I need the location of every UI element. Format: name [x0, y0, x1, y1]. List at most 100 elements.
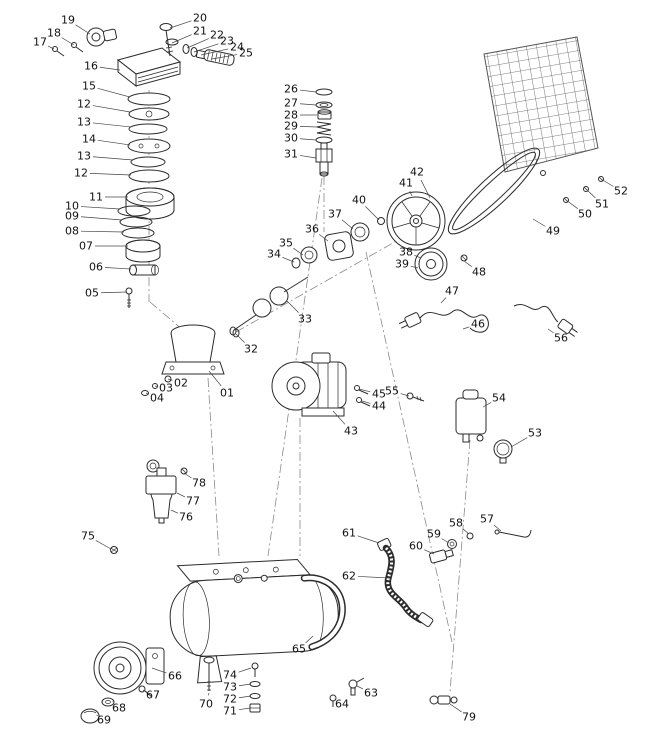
- leader-line-14-7: [97, 139, 131, 146]
- part-58-washer: [466, 532, 474, 540]
- leader-line-34-29: [282, 257, 295, 263]
- part-label-38-36: 38: [399, 246, 413, 259]
- leader-line-62-67: [357, 576, 391, 579]
- part-label-04-51: 04: [150, 392, 164, 405]
- leader-line-57-62: [493, 524, 502, 532]
- part-15-gasket: [127, 92, 171, 106]
- part-label-66-71: 66: [168, 670, 182, 683]
- part-56-power-cord: [513, 304, 578, 337]
- parts-38-39-pulley: [414, 247, 448, 281]
- leader-line-76-60: [170, 509, 178, 514]
- part-label-64-70: 64: [335, 698, 349, 711]
- leader-line-36-31: [318, 234, 329, 242]
- leader-line-51-43: [585, 188, 596, 199]
- part-37-gasket-ring: [350, 222, 370, 242]
- part-label-75-61: 75: [81, 530, 95, 543]
- part-60-elbow: [428, 549, 454, 564]
- part-53-pressure-gauge: [493, 439, 513, 464]
- part-label-02-49: 02: [174, 377, 188, 390]
- leader-line-41-34: [409, 191, 413, 197]
- leader-line-13-6: [92, 122, 132, 128]
- part-73-washer: [249, 681, 261, 687]
- leader-line-61-66: [357, 535, 380, 544]
- part-label-59-64: 59: [427, 528, 441, 541]
- part-78-screw: [180, 467, 188, 475]
- part-label-68-73: 68: [112, 702, 126, 715]
- part-label-53-57: 53: [528, 427, 542, 440]
- part-label-24-21: 24: [230, 41, 244, 54]
- part-16-cylinder-head: [116, 47, 182, 88]
- part-label-18-1: 18: [47, 27, 61, 40]
- part-label-12-5: 12: [77, 98, 91, 111]
- leader-line-27-24: [299, 103, 317, 106]
- leader-line-12-9: [89, 173, 132, 176]
- leader-line-59-64: [441, 538, 450, 544]
- leader-line-30-27: [299, 138, 317, 141]
- part-29-spring: [316, 121, 332, 136]
- part-label-42-35: 42: [410, 166, 424, 179]
- leader-line-65-68: [305, 635, 314, 644]
- part-label-32-47: 32: [244, 343, 258, 356]
- leader-line-60-65: [424, 549, 435, 555]
- leader-line-38-36: [414, 255, 422, 259]
- leader-line-22-19: [186, 38, 209, 49]
- leader-line-45-54: [358, 388, 371, 393]
- part-54-pressure-switch: [455, 389, 487, 443]
- part-label-03-50: 03: [159, 382, 173, 395]
- belt-guard-grille: [483, 36, 599, 173]
- part-33-crankshaft: [229, 276, 309, 336]
- leader-line-46-40: [462, 326, 470, 330]
- part-label-73-77: 73: [223, 681, 237, 694]
- part-label-29-26: 29: [284, 120, 298, 133]
- part-12-valve-plate-upper: [128, 107, 170, 121]
- parts-02-04-fasteners: [141, 375, 172, 396]
- part-label-21-18: 21: [193, 25, 207, 38]
- part-label-17-2: 17: [33, 36, 47, 49]
- part-label-41-34: 41: [399, 177, 413, 190]
- part-67-axle-bolt: [138, 685, 153, 698]
- leader-line-63-69: [356, 685, 364, 690]
- part-label-25-22: 25: [239, 47, 253, 60]
- leader-line-37-32: [341, 219, 354, 230]
- part-07-piston: [125, 239, 161, 263]
- part-label-72-78: 72: [223, 693, 237, 706]
- leader-line-39-37: [410, 265, 419, 269]
- part-label-26-23: 26: [284, 83, 298, 96]
- part-13-gasket-upper: [128, 123, 168, 135]
- leader-line-16-3: [99, 66, 121, 71]
- part-label-36-31: 36: [305, 223, 319, 236]
- leader-line-67-72: [142, 689, 146, 692]
- part-70-bolt: [203, 656, 215, 691]
- leader-line-06-15: [104, 267, 132, 270]
- part-77-regulator-body: [145, 475, 177, 495]
- part-label-71-79: 71: [223, 705, 237, 718]
- part-label-07-14: 07: [79, 240, 93, 253]
- part-label-13-8: 13: [77, 150, 91, 163]
- leader-line-35-30: [293, 247, 304, 256]
- parts-66-69-wheel-assembly: [80, 641, 165, 724]
- part-label-01-48: 01: [220, 387, 234, 400]
- leader-line-74-76: [238, 667, 252, 673]
- leader-line-23-20: [193, 43, 219, 53]
- part-49-drive-belt: [447, 147, 541, 235]
- leader-line-29-26: [299, 125, 318, 128]
- parts-71-74-fastener-stack: [249, 662, 261, 713]
- leader-lines: [47, 20, 614, 717]
- leader-line-55-55: [400, 393, 410, 397]
- leader-line-53-57: [510, 437, 528, 448]
- parts-63-64-drain-valve: [329, 677, 365, 707]
- leader-line-33-46: [286, 300, 299, 313]
- leader-line-69-74: [96, 714, 99, 717]
- leader-line-01-48: [208, 370, 222, 387]
- leader-line-04-51: [145, 392, 149, 395]
- part-11-cylinder: [125, 187, 175, 220]
- leader-line-15-4: [97, 87, 131, 98]
- part-label-65-68: 65: [292, 643, 306, 656]
- part-label-70-75: 70: [199, 698, 213, 711]
- leader-line-71-79: [238, 707, 251, 711]
- part-05-bolt: [125, 287, 133, 308]
- parts-22-25-handle-grip: [182, 44, 235, 66]
- part-55-bolt: [406, 392, 425, 402]
